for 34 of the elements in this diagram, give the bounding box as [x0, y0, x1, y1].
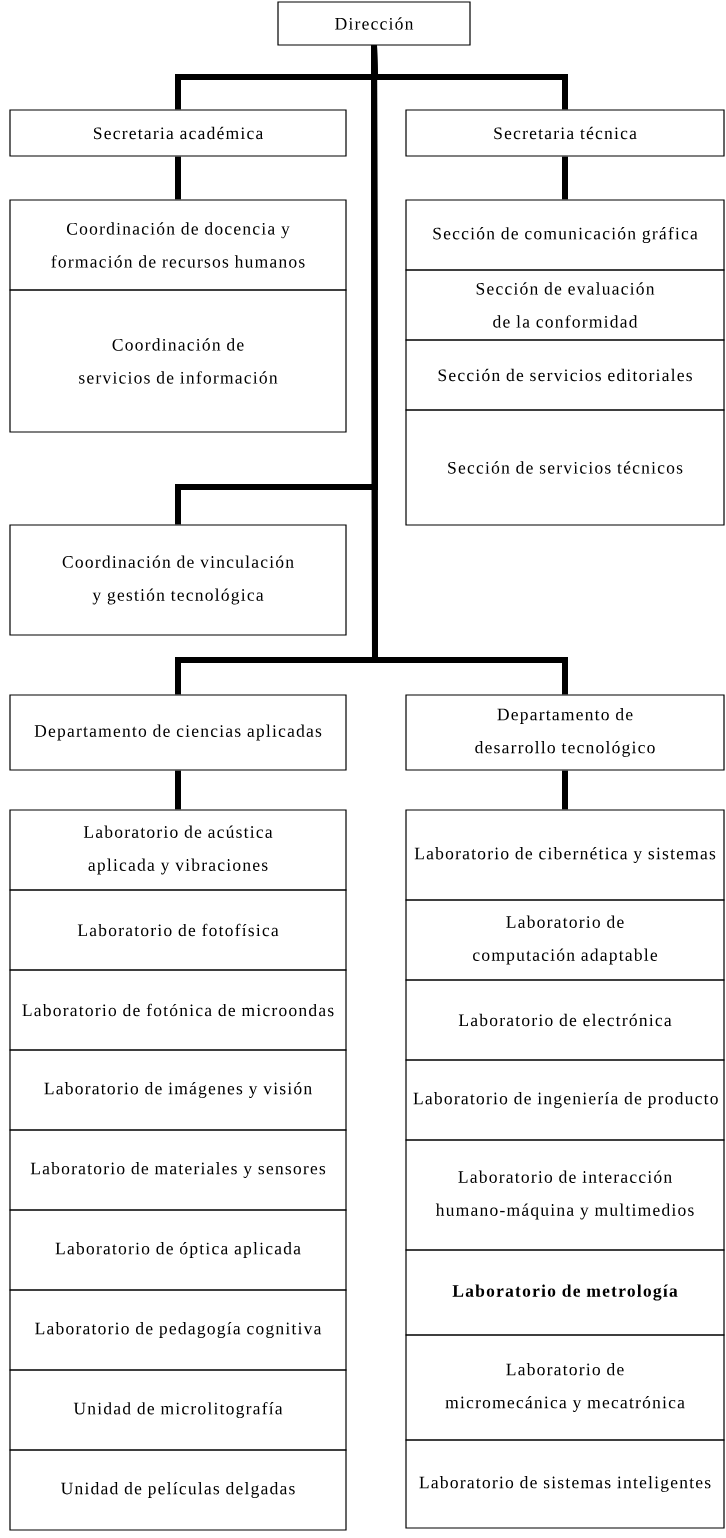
org-box: Laboratorio de computación adaptable [405, 899, 725, 981]
org-box: Sección de servicios editoriales [405, 339, 725, 411]
org-box: Sección de evaluación de la conformidad [405, 269, 725, 341]
org-box: Laboratorio de metrología [405, 1249, 725, 1336]
org-box: Departamento de ciencias aplicadas [9, 694, 347, 771]
org-box: Dirección [277, 1, 471, 46]
org-box: Laboratorio de ingeniería de producto [405, 1059, 725, 1141]
connector-line [562, 770, 568, 810]
org-box: Laboratorio de acústica aplicada y vibraciones [9, 809, 347, 891]
org-box: Sección de comunicación gráfica [405, 199, 725, 271]
org-box: Unidad de microlitografía [9, 1369, 347, 1451]
org-box: Coordinación de vinculación y gestión tecnológica [9, 524, 347, 636]
org-box: Secretaria académica [9, 109, 347, 157]
org-box: Laboratorio de fotónica de microondas [9, 969, 347, 1051]
org-box: Laboratorio de electrónica [405, 979, 725, 1061]
org-box: Laboratorio de imágenes y visión [9, 1049, 347, 1131]
org-box: Laboratorio de cibernética y sistemas [405, 809, 725, 901]
connector-line [175, 770, 181, 810]
org-box: Laboratorio de fotofísica [9, 889, 347, 971]
connector-line [371, 45, 568, 695]
org-box: Laboratorio de pedagogía cognitiva [9, 1289, 347, 1371]
org-box: Sección de servicios técnicos [405, 409, 725, 526]
org-box: Laboratorio de óptica aplicada [9, 1209, 347, 1291]
org-box: Coordinación de servicios de información [9, 289, 347, 433]
org-box: Unidad de películas delgadas [9, 1449, 347, 1531]
org-box: Coordinación de docencia y formación de recursos humanos [9, 199, 347, 291]
org-box: Laboratorio de materiales y sensores [9, 1129, 347, 1211]
org-box: Laboratorio de interacción humano-máquina y multimedios [405, 1139, 725, 1251]
connector-line [175, 156, 181, 200]
org-box: Secretaria técnica [405, 109, 725, 157]
org-box: Laboratorio de micromecánica y mecatrónica [405, 1334, 725, 1441]
org-box: Laboratorio de sistemas inteligentes [405, 1439, 725, 1529]
connector-line [562, 156, 568, 200]
org-box: Departamento de desarrollo tecnológico [405, 694, 725, 771]
